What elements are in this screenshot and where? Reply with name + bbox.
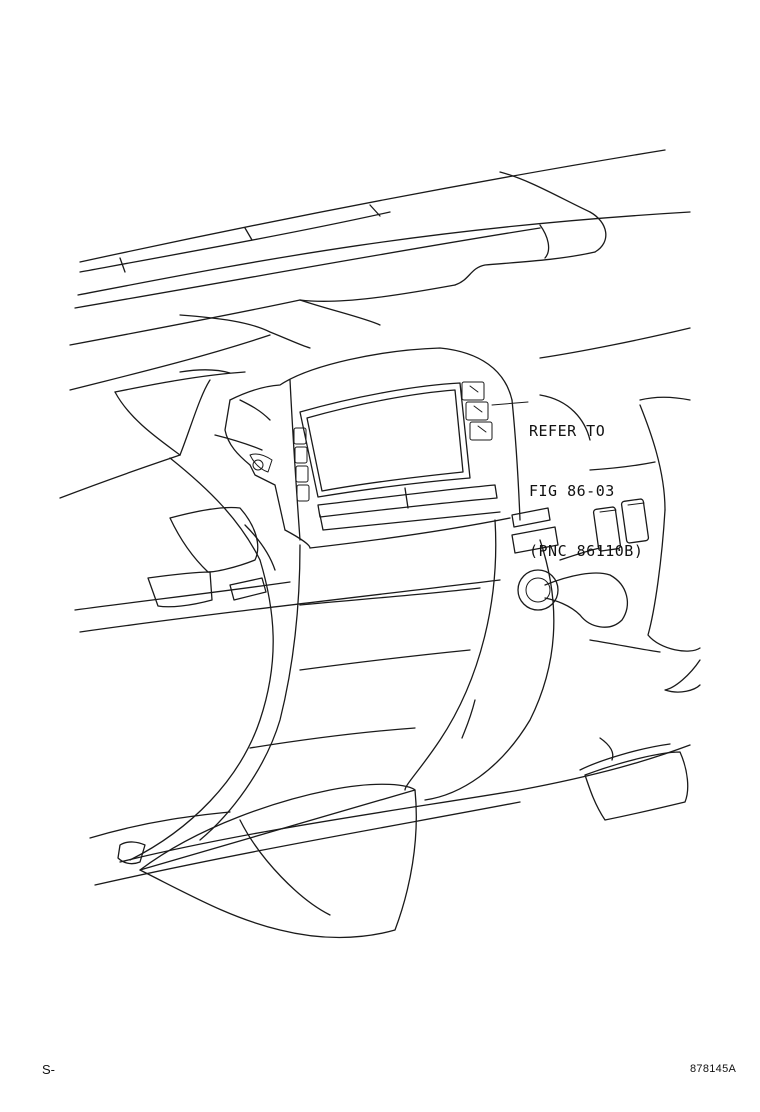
left-bezel (114, 371, 276, 861)
left-button-column (249, 427, 310, 502)
center-console-flanks (199, 519, 555, 841)
upper-dash-edges (74, 149, 691, 309)
right-dash-edge (539, 394, 701, 693)
left-air-vent (147, 506, 267, 608)
dash-top-surface (59, 314, 691, 499)
steering-column-shroud (117, 783, 417, 939)
figure-id: 878145A (690, 1063, 737, 1075)
callout-line-2: FIG 86-03 (529, 482, 615, 500)
callout-line-3: (PNC 86110B) (529, 542, 644, 560)
parking-pedal (579, 737, 689, 821)
callout-line-1: REFER TO (529, 422, 606, 440)
right-switch-cluster (461, 381, 529, 441)
center-stack-housing (214, 347, 521, 549)
sheet-code: S- (42, 1062, 55, 1077)
display-screen (299, 382, 501, 531)
lower-dash-lines (74, 579, 691, 886)
shift-selector (517, 569, 628, 628)
right-switches (511, 498, 650, 554)
defroster-hood (69, 171, 607, 346)
reference-callout: REFER TO FIG 86-03 (PNC 86110B) (529, 381, 643, 581)
